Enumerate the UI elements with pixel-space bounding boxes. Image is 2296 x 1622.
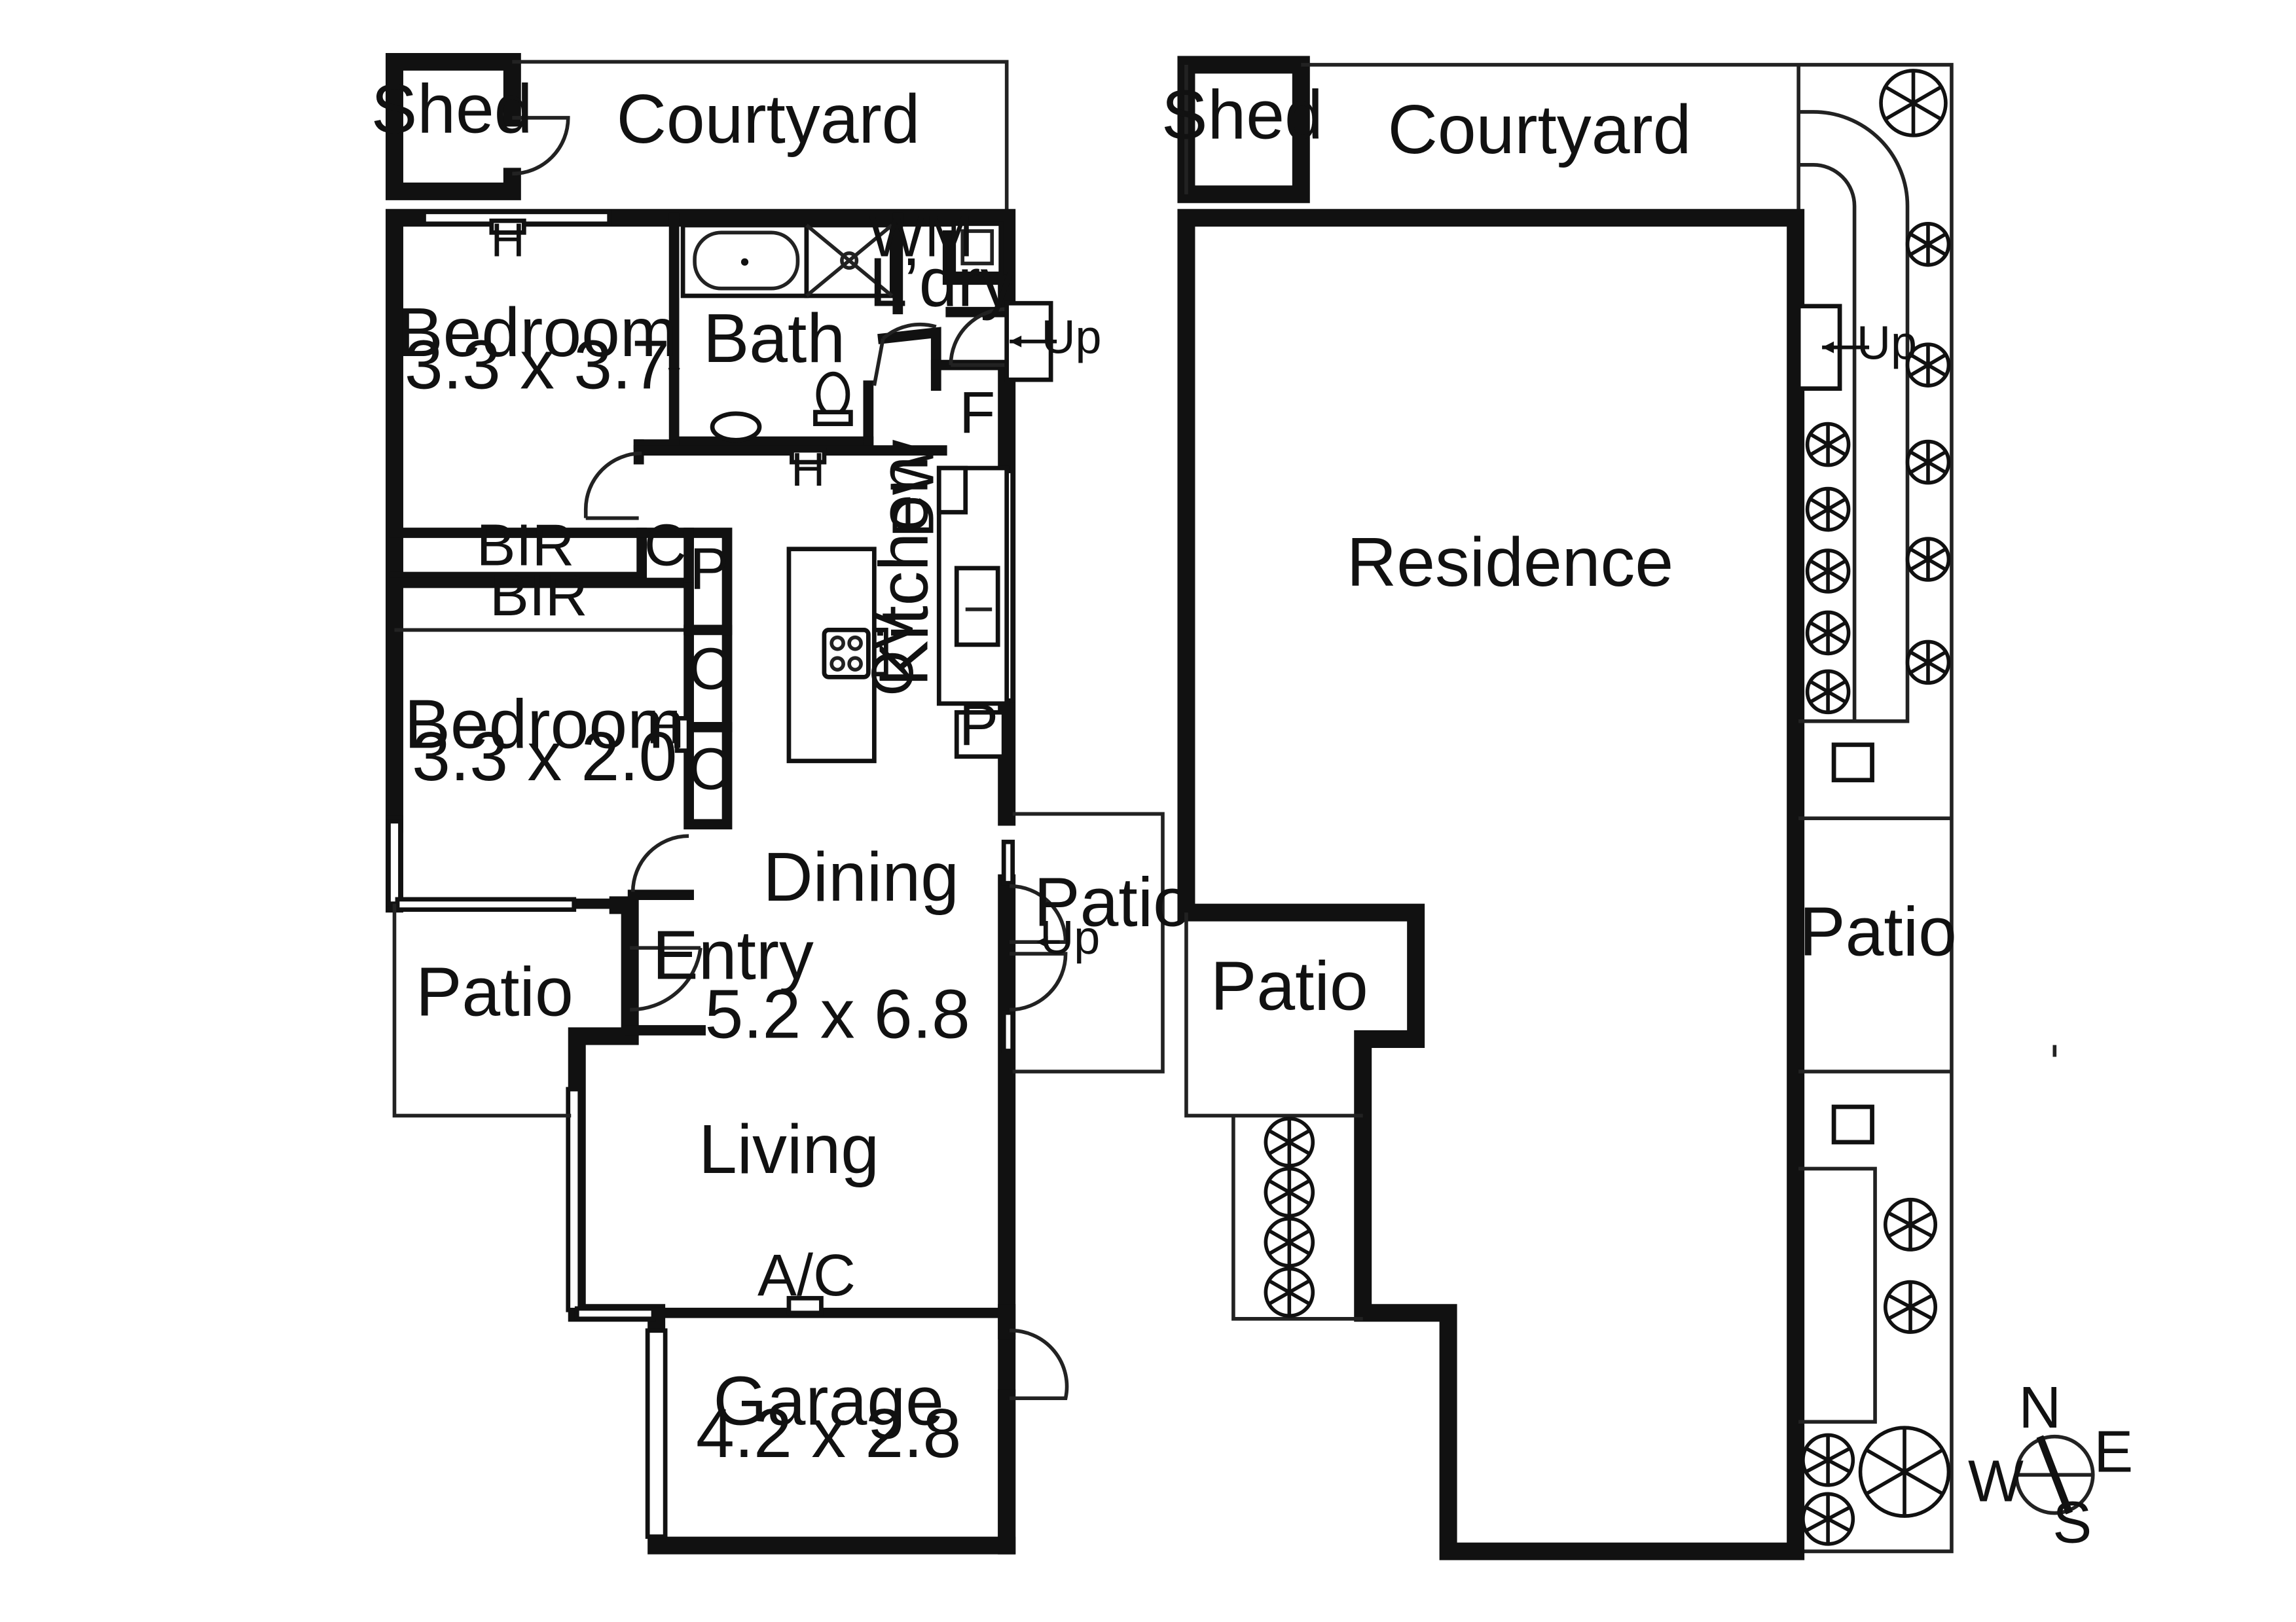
bedroom2-size: 3.3 x 2.0 (412, 718, 677, 795)
floor-shed (385, 52, 570, 200)
up-patio-label: Up (1040, 912, 1100, 964)
site-up-label: Up (1857, 317, 1917, 370)
up-laundry-label: Up (1042, 312, 1102, 364)
laundry-label: L’dry (869, 244, 1015, 321)
compass-w: W (1968, 1449, 2024, 1515)
cupboard-label-3: C (688, 736, 731, 802)
patio-east-label: Patio (1034, 863, 1192, 941)
patio-west-label: Patio (416, 954, 574, 1031)
bath-label: Bath (703, 300, 845, 377)
site-patio-west-label: Patio (1211, 948, 1368, 1025)
floor-plan: Shed Courtyard Bedroom 3.3 x 3.7 Bath L’… (371, 52, 1192, 1555)
bedroom1-name: Bedroom (397, 294, 678, 371)
bedroom1-size: 3.3 x 3.7 (405, 327, 670, 404)
wm-label: WM (869, 204, 974, 269)
bedroom2-name: Bedroom (404, 685, 685, 763)
compass-e: E (2094, 1420, 2133, 1485)
dining-label: Dining (763, 838, 959, 916)
compass-s: S (2052, 1490, 2092, 1556)
compass-rose: N S E W (1968, 1375, 2133, 1555)
compass-n: N (2018, 1375, 2061, 1441)
floor-fixtures (489, 218, 1060, 1316)
heater-label-3: H (647, 702, 681, 754)
garage-size: 4.2 x 2.8 (696, 1395, 961, 1472)
fridge-label: F (959, 380, 995, 446)
site-boundary (1301, 63, 1954, 1553)
heater-label-1: H (491, 214, 525, 266)
bir-label-1: BIR (477, 513, 575, 578)
site-labels: Shed Courtyard Residence Patio Patio Up (1161, 76, 1957, 1024)
site-courtyard-label: Courtyard (1388, 91, 1692, 168)
bir-label-2: BIR (490, 563, 588, 628)
floor-patios (392, 812, 1165, 1118)
oven-label: OV (860, 611, 926, 696)
heater-label-2: H (791, 444, 825, 496)
garage-name: Garage (713, 1363, 943, 1440)
floor-courtyard-label: Courtyard (617, 81, 920, 158)
site-shed-label: Shed (1161, 76, 1323, 153)
floor-labels: Shed Courtyard Bedroom 3.3 x 3.7 Bath L’… (371, 70, 1192, 1472)
pantry-label-2: P (959, 693, 998, 758)
pantry-label-1: P (690, 536, 729, 602)
cupboard-label-1: C (644, 513, 687, 578)
site-residence-label: Residence (1347, 524, 1673, 601)
dishwasher-label: DW (881, 440, 946, 538)
floor-courtyard-outline (512, 60, 1009, 215)
floor-shed-label: Shed (371, 70, 533, 147)
kitchen-label: Kitchen (865, 456, 942, 686)
cupboard-label-2: C (688, 636, 731, 702)
site-residence (1177, 209, 1805, 1560)
site-trees (1264, 69, 1951, 1546)
living-size: 5.2 x 6.8 (705, 975, 970, 1053)
site-patio-east-label: Patio (1799, 893, 1957, 970)
floor-doors (583, 307, 1069, 1401)
entry-label: Entry (652, 916, 814, 994)
living-label: Living (699, 1111, 879, 1188)
site-plan: Shed Courtyard Residence Patio Patio Up (1161, 56, 2057, 1560)
ac-label: A/C (757, 1243, 856, 1308)
